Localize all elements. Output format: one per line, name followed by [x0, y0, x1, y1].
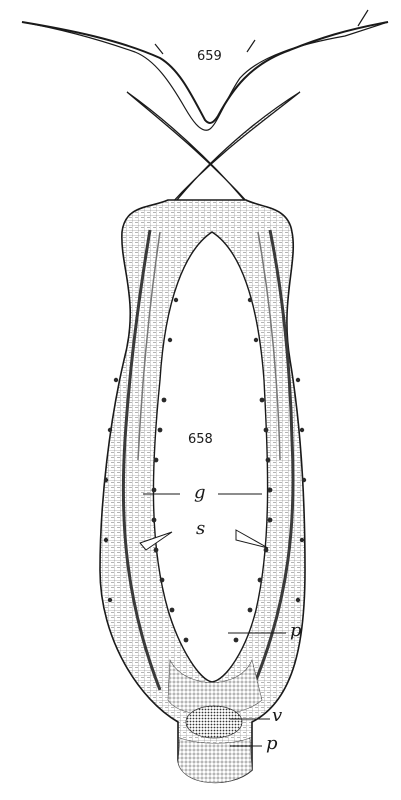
figure-659-outline [22, 10, 388, 130]
figure-number-659: 659 [197, 50, 222, 63]
label-p-lower: p [266, 735, 278, 753]
label-s: s [196, 520, 205, 538]
figure-number-658: 658 [188, 433, 213, 446]
label-v: v [272, 707, 282, 725]
label-g: g [194, 484, 206, 502]
label-p-upper: p [290, 622, 302, 640]
